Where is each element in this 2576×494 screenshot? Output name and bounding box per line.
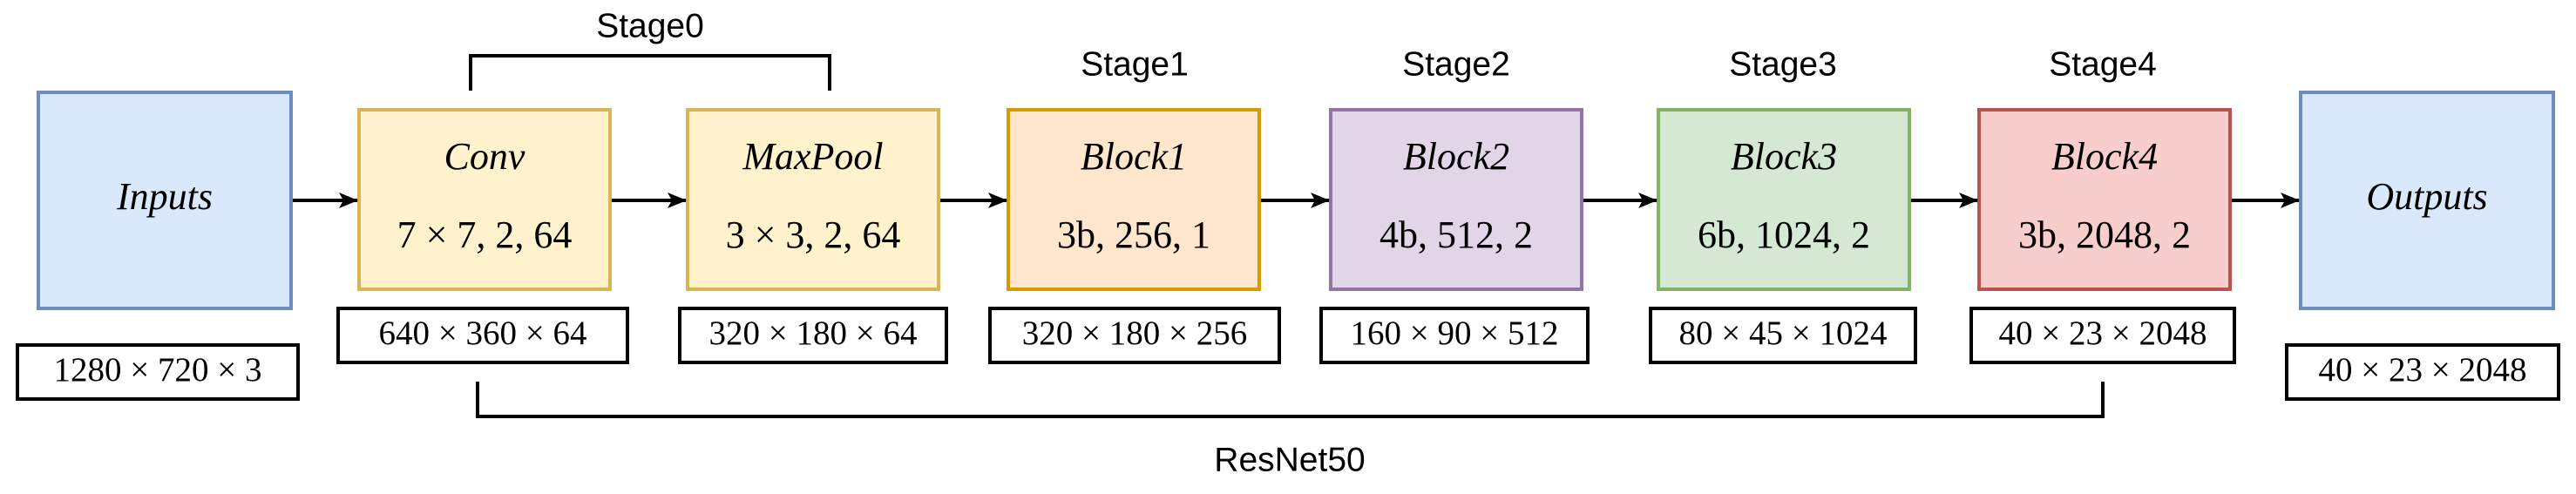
block4-dims-box [1969,307,2236,364]
inputs-dims: 1280 × 720 × 3 [54,351,262,389]
block4-label: Block4 [2051,135,2158,178]
block2-dims-box [1319,307,1590,364]
block2-box [1329,108,1583,291]
stage0-label: Stage0 [596,7,704,44]
conv-params: 7 × 7, 2, 64 [397,213,573,256]
block1-label: Block1 [1081,135,1187,178]
inputs-box [37,91,293,310]
maxpool-dims-box [678,307,948,364]
conv-box [357,108,612,291]
conv-label: Conv [444,135,525,178]
stage0-bracket [469,54,831,91]
block3-params: 6b, 1024, 2 [1698,213,1870,256]
block1-dims-box [988,307,1281,364]
inputs-dims-box [16,343,300,401]
resnet50-label: ResNet50 [1214,441,1365,478]
outputs-label: Outputs [2366,175,2487,218]
inputs-label: Inputs [116,175,213,218]
block1-box [1007,108,1261,291]
maxpool-box [686,108,940,291]
maxpool-dims: 320 × 180 × 64 [709,315,918,352]
block1-dims: 320 × 180 × 256 [1022,315,1248,352]
resnet50-bracket [476,382,2105,418]
block4-dims: 40 × 23 × 2048 [1999,315,2207,352]
stage2-label: Stage2 [1402,45,1510,83]
block4-box [1977,108,2232,291]
outputs-dims-box [2285,343,2560,401]
outputs-box [2299,91,2555,310]
block3-label: Block3 [1731,135,1837,178]
block4-params: 3b, 2048, 2 [2018,213,2191,256]
block2-dims: 160 × 90 × 512 [1351,315,1559,352]
block1-params: 3b, 256, 1 [1057,213,1210,256]
conv-dims: 640 × 360 × 64 [379,315,587,352]
maxpool-params: 3 × 3, 2, 64 [726,213,901,256]
stage1-label: Stage1 [1081,45,1189,83]
block2-params: 4b, 512, 2 [1380,213,1533,256]
block3-box [1657,108,1911,291]
block2-label: Block2 [1403,135,1509,178]
stage3-label: Stage3 [1729,45,1837,83]
stage4-label: Stage4 [2049,45,2157,83]
block3-dims-box [1649,307,1917,364]
block3-dims: 80 × 45 × 1024 [1679,315,1888,352]
outputs-dims: 40 × 23 × 2048 [2319,351,2527,389]
conv-dims-box [336,307,629,364]
maxpool-label: MaxPool [742,135,883,178]
